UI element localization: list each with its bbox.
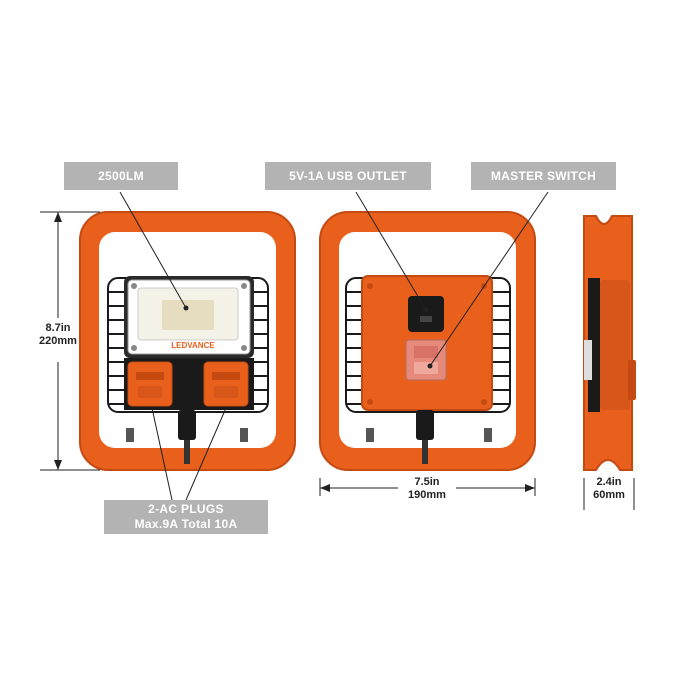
- depth-in: 2.4in: [596, 476, 622, 488]
- ac-plugs-callout: 2-AC PLUGS Max.9A Total 10A: [104, 500, 268, 534]
- back-cable-gland: [416, 410, 434, 440]
- front-view: [79, 211, 296, 471]
- ac-socket-right: [203, 361, 249, 407]
- master-switch-callout: MASTER SWITCH: [471, 162, 616, 190]
- width-mm: 190mm: [408, 489, 446, 501]
- height-dimension-label: 8.7in 220mm: [26, 322, 90, 348]
- side-view: [583, 215, 636, 471]
- led-array: [162, 300, 214, 330]
- dimension-lines: [40, 211, 635, 510]
- back-view: [319, 211, 536, 471]
- depth-dimension-label: 2.4in 60mm: [582, 476, 636, 502]
- usb-outlet-callout: 5V-1A USB OUTLET: [265, 162, 431, 190]
- usb-outlet: [408, 296, 444, 332]
- lumens-callout: 2500LM: [64, 162, 178, 190]
- depth-mm: 60mm: [593, 489, 625, 501]
- ac-plugs-rating: Max.9A Total 10A: [134, 517, 238, 531]
- height-in: 8.7in: [45, 322, 71, 334]
- ac-socket-left: [127, 361, 173, 407]
- cable-gland: [178, 410, 196, 440]
- callout-leaders: [119, 191, 549, 501]
- width-in: 7.5in: [414, 476, 440, 488]
- height-mm: 220mm: [39, 335, 77, 347]
- width-dimension-label: 7.5in 190mm: [396, 476, 458, 502]
- ac-plugs-title: 2-AC PLUGS: [148, 502, 224, 516]
- ledvance-logo-icon: LEDVANCE: [171, 341, 215, 350]
